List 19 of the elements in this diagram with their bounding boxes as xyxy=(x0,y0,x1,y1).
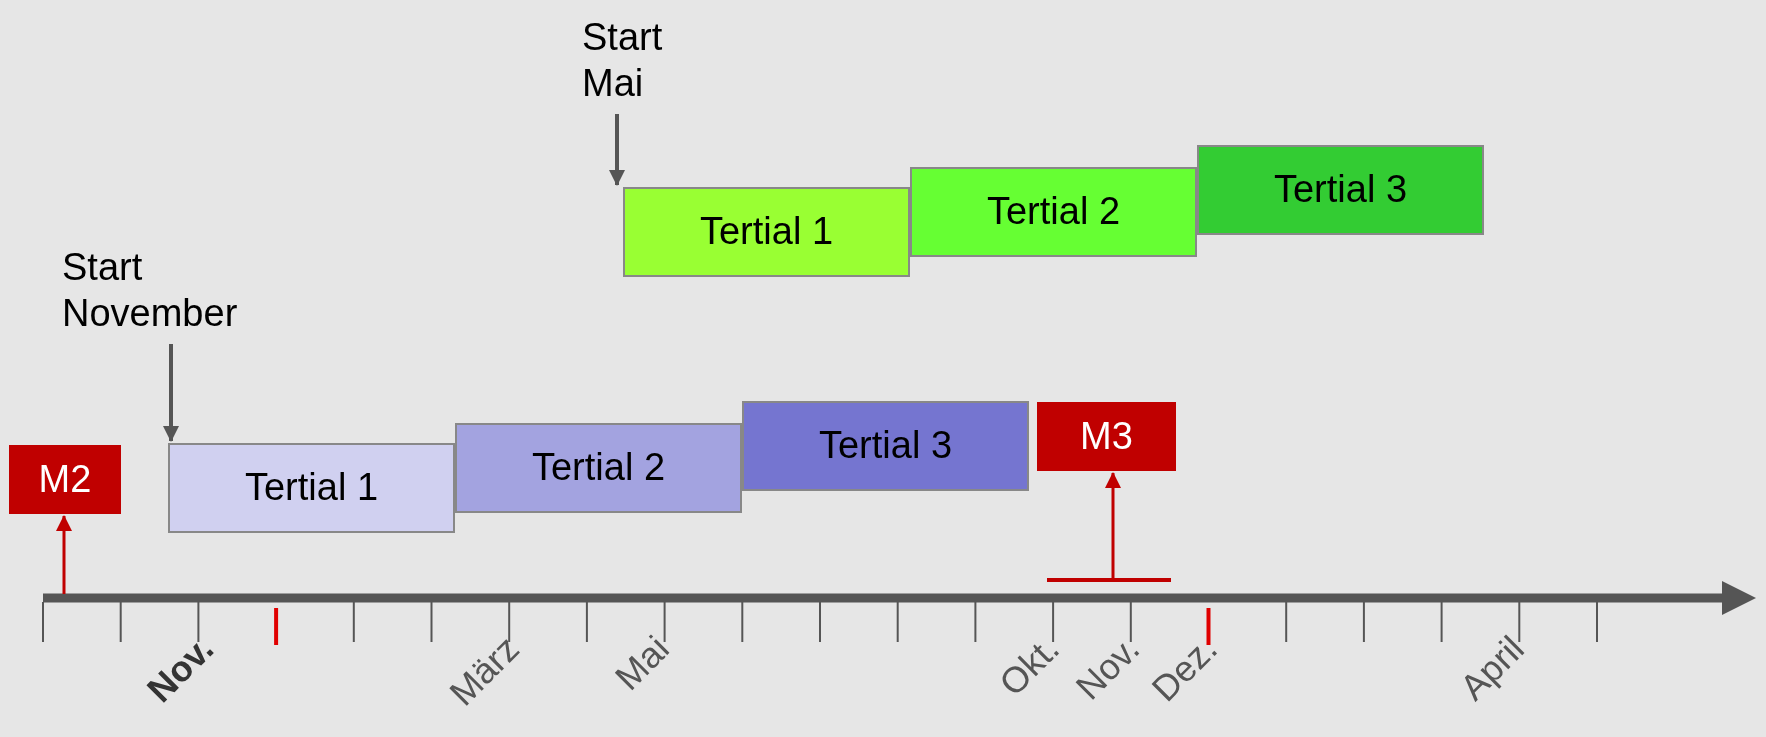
arrow xyxy=(163,344,179,442)
phase-box: Tertial 3 xyxy=(1197,145,1484,235)
phase-box: Tertial 2 xyxy=(455,423,742,513)
start-label: Start Mai xyxy=(582,15,664,106)
month-label: Nov. xyxy=(141,630,220,709)
milestone-box: M3 xyxy=(1037,402,1176,471)
arrow xyxy=(1047,472,1171,582)
month-label: Nov. xyxy=(1069,630,1146,706)
phase-box: Tertial 3 xyxy=(742,401,1029,491)
milestone-box: M2 xyxy=(9,445,121,514)
arrow xyxy=(56,515,72,594)
month-label: Dez. xyxy=(1145,630,1224,708)
phase-box: Tertial 1 xyxy=(623,187,910,277)
phase-box: Tertial 2 xyxy=(910,167,1197,257)
phase-box: Tertial 1 xyxy=(168,443,455,533)
start-label: Start November xyxy=(62,245,239,336)
arrow xyxy=(609,114,625,186)
month-label: Mai xyxy=(609,630,676,697)
month-label: Okt. xyxy=(993,630,1066,703)
